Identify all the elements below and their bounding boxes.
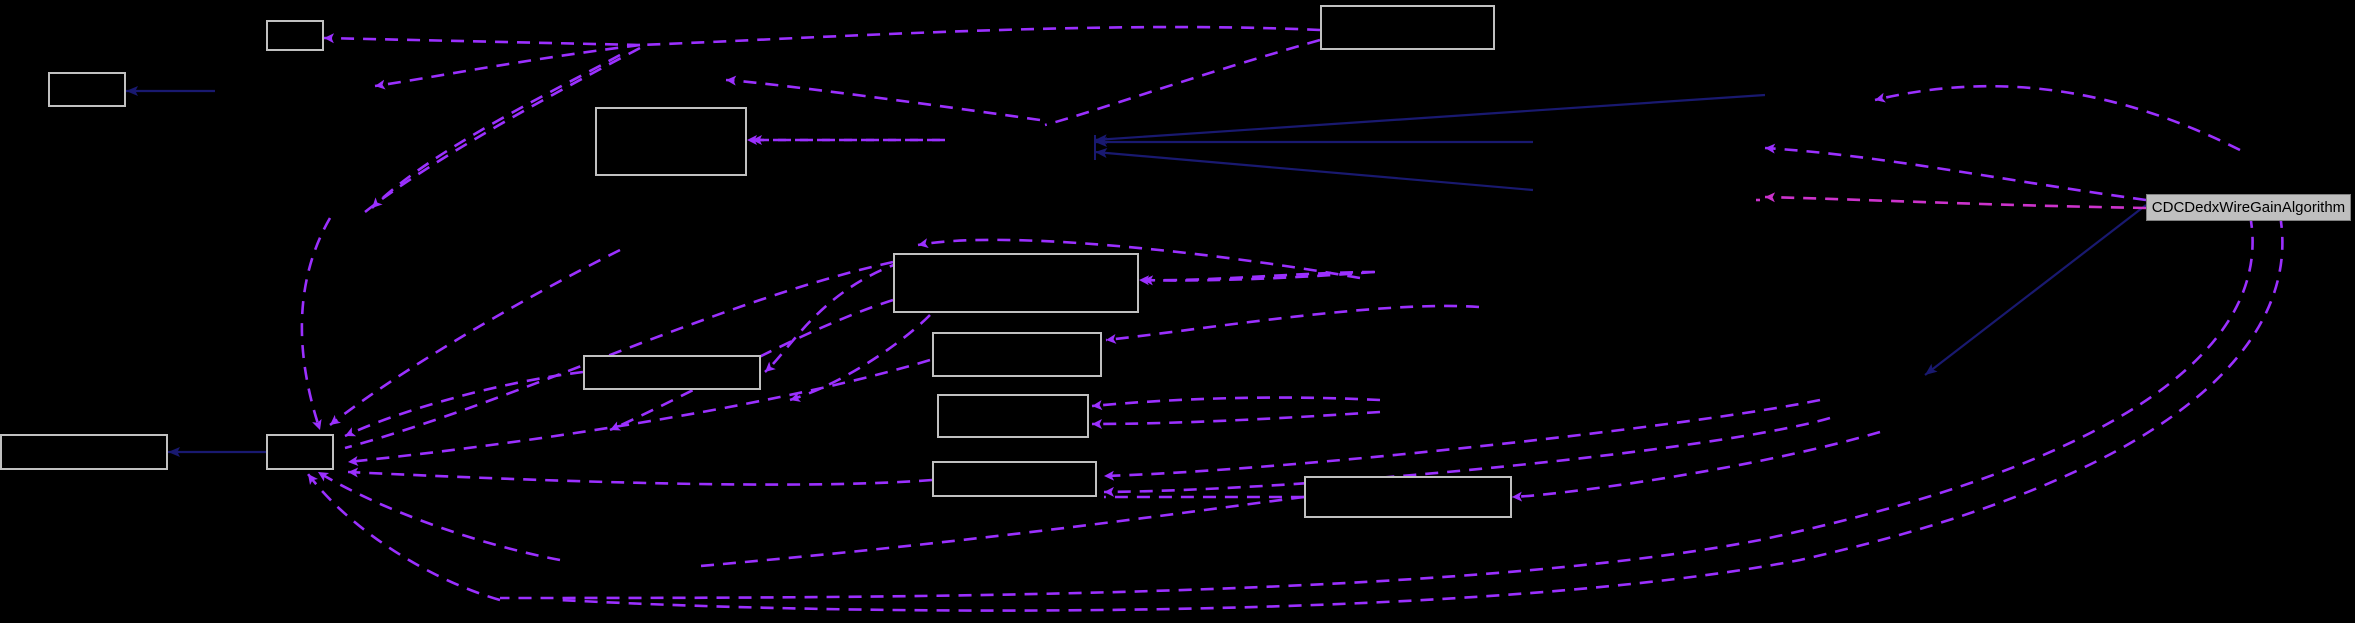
dashed-purple-edges <box>300 25 2284 612</box>
edge-dash-18 <box>1511 430 1881 502</box>
solid-blue-edges <box>126 86 2147 457</box>
edge-dash-04 <box>725 75 1041 122</box>
dashed-magenta-edges <box>1756 192 2147 210</box>
node-caller-2[interactable] <box>1320 5 1495 50</box>
edge-dash-10 <box>917 238 1361 280</box>
edge-dash-31 <box>1874 84 2241 152</box>
edge-dash-19 <box>789 314 931 402</box>
node-caller-4[interactable] <box>595 107 747 176</box>
edge-dash-20 <box>764 260 903 373</box>
edge-mag-01 <box>1764 192 2147 210</box>
node-caller-12[interactable] <box>266 434 334 470</box>
node-focus-cdcdedxwiregainalgorithm[interactable]: CDCDedxWireGainAlgorithm <box>2146 194 2351 221</box>
edge-dash-16 <box>1103 398 1821 481</box>
edge-dash-29 <box>317 470 561 562</box>
edge-dash-15 <box>1091 410 1381 429</box>
edge-dash-27 <box>347 358 931 466</box>
edge-dash-01 <box>323 33 641 47</box>
edge-dash-25 <box>300 217 332 431</box>
edge-dash-14 <box>1091 396 1381 411</box>
edge-solid-focus-down <box>1924 204 2147 376</box>
edge-dash-05 <box>1044 38 1321 127</box>
node-caller-3[interactable] <box>48 72 126 107</box>
edge-dash-26 <box>329 248 621 427</box>
node-caller-7[interactable] <box>583 355 761 390</box>
edge-solid-fan-3 <box>1094 148 1534 192</box>
node-label: CDCDedxWireGainAlgorithm <box>2151 199 2346 216</box>
node-caller-6[interactable] <box>932 332 1102 377</box>
edge-dash-32 <box>1764 143 2147 202</box>
edge-dash-23 <box>344 370 584 438</box>
edge-dash-13 <box>1105 304 1480 344</box>
edge-dash-35 <box>699 495 1305 568</box>
node-caller-1[interactable] <box>266 20 324 51</box>
edge-dash-17 <box>1103 416 1831 497</box>
edge-dash-02 <box>374 43 641 90</box>
node-caller-9[interactable] <box>932 461 1097 497</box>
edge-dash-24 <box>344 260 894 450</box>
edge-dash-34 <box>499 214 2254 600</box>
edge-dash-12 <box>1142 270 1375 286</box>
node-caller-10[interactable] <box>1304 476 1512 518</box>
edge-dash-28 <box>347 467 933 486</box>
edge-dash-33 <box>559 214 2284 612</box>
node-caller-11[interactable] <box>0 434 168 470</box>
node-caller-8[interactable] <box>937 394 1089 438</box>
edge-dash-30 <box>306 473 501 602</box>
node-caller-5[interactable] <box>893 253 1139 313</box>
edge-dash-03 <box>639 25 1321 47</box>
edge-solid-fan-1 <box>1094 93 1766 145</box>
edge-dash-09 <box>364 46 641 214</box>
edge-dash-08 <box>371 53 621 209</box>
